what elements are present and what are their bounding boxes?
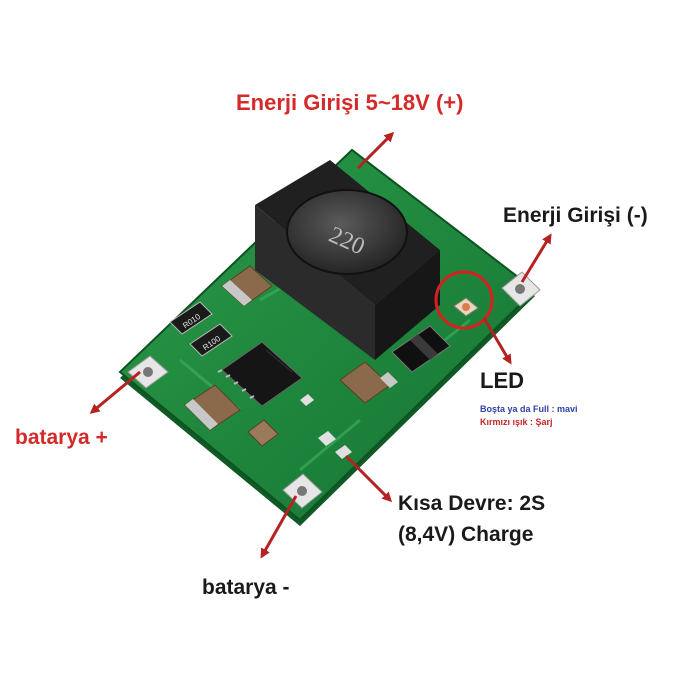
battery-plus-pad	[127, 355, 169, 389]
arrow-short-circuit	[344, 454, 393, 503]
capacitor-small-bottom	[247, 419, 279, 447]
capacitor-bottom-left	[184, 384, 241, 431]
arrow-battery-plus	[89, 370, 141, 414]
label-battery-plus: batarya +	[15, 426, 108, 449]
capacitor-top-left	[221, 265, 273, 307]
arrow-battery-minus	[260, 495, 298, 559]
main-ic-chip	[217, 341, 303, 407]
label-short-circuit-line1: Kısa Devre: 2S	[398, 492, 546, 515]
led-highlight-circle	[434, 270, 494, 330]
arrow-input-minus	[520, 233, 552, 283]
smd-small-parts	[300, 394, 352, 459]
label-battery-minus: batarya -	[202, 576, 290, 599]
annotation-arrows	[89, 131, 552, 559]
arrow-input-plus	[356, 131, 395, 170]
label-short-circuit-line2: (8,4V) Charge	[398, 523, 534, 546]
arrow-led	[482, 317, 512, 365]
label-led-note-idle: Boşta ya da Full : mavi	[480, 404, 578, 414]
led-component	[453, 297, 479, 317]
resistor-r010: R010	[169, 301, 213, 335]
label-input-plus: Enerji Girişi 5~18V (+)	[236, 90, 464, 115]
label-led-note-charge: Kırmızı ışık : Şarj	[480, 417, 553, 427]
capacitor-right	[339, 361, 398, 404]
label-input-minus: Enerji Girişi (-)	[503, 204, 648, 227]
label-led: LED	[480, 368, 524, 393]
input-minus-pad	[501, 271, 541, 307]
inductor: 220	[255, 160, 440, 360]
battery-minus-pad	[282, 473, 323, 509]
diode	[391, 325, 451, 373]
